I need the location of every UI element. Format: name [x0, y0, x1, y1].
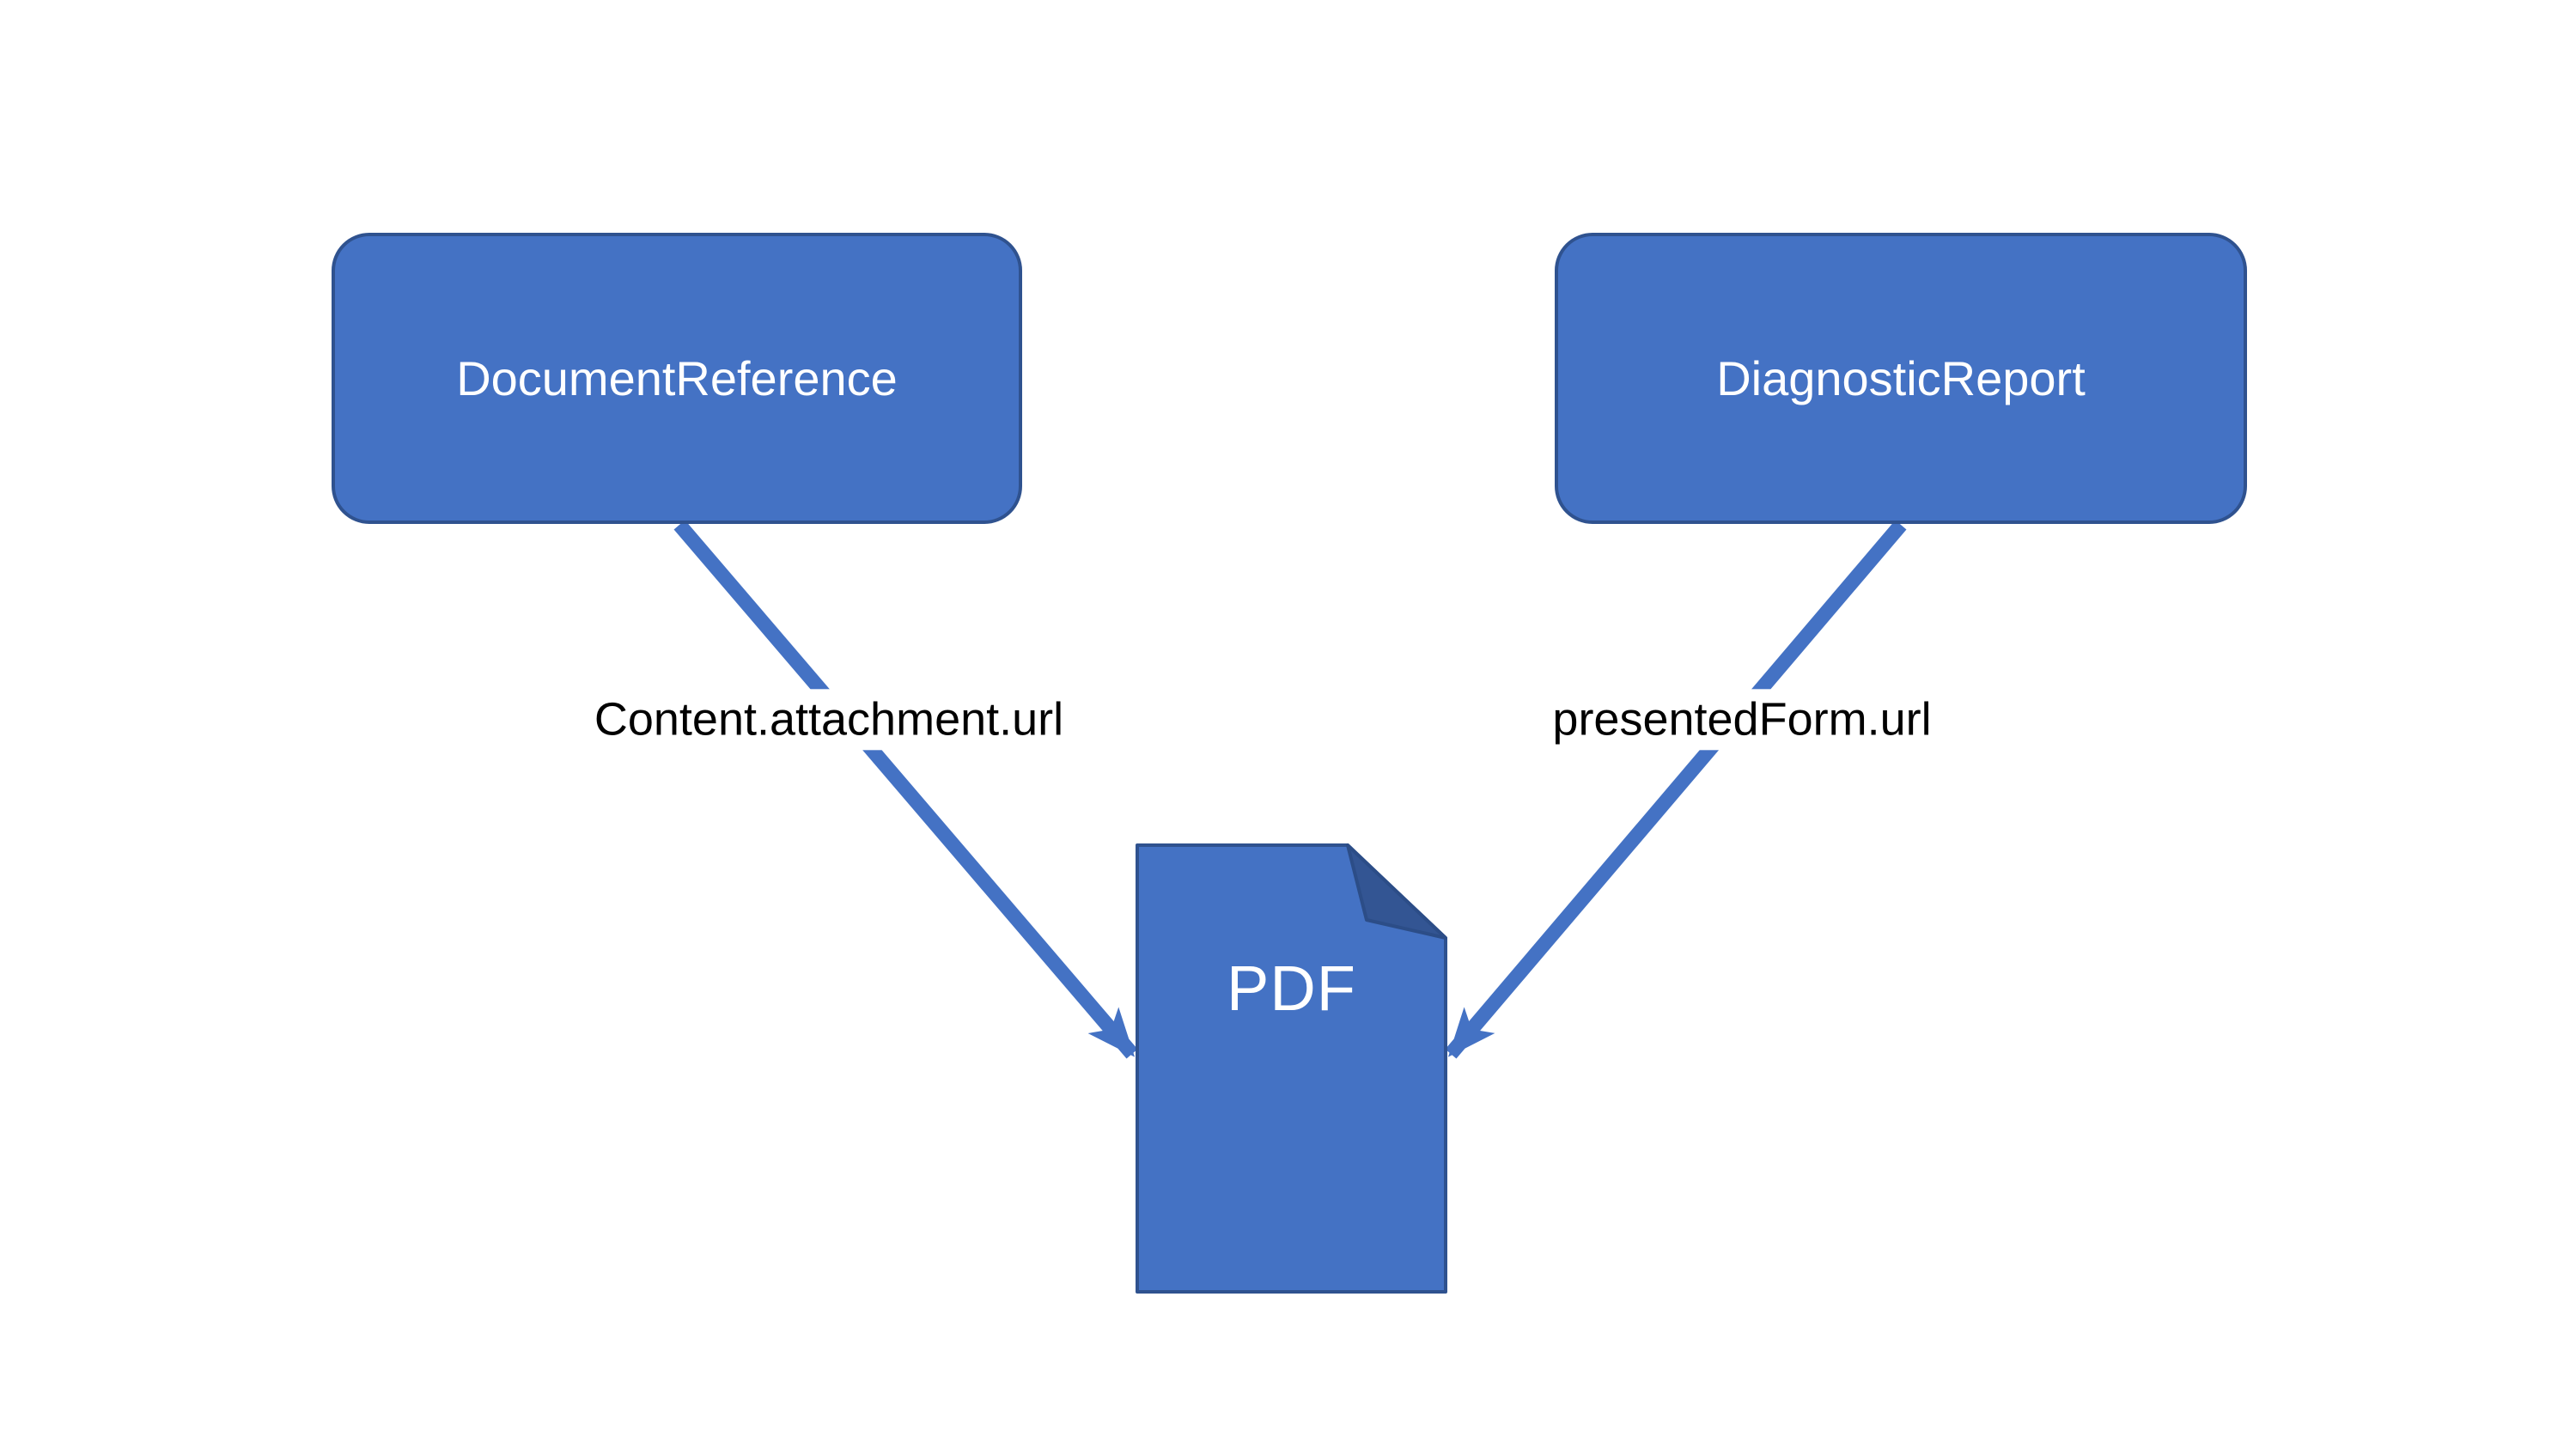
edge-label-content-attachment-url: Content.attachment.url: [582, 689, 1076, 751]
node-documentreference: DocumentReference: [332, 233, 1022, 524]
node-diagnosticreport: DiagnosticReport: [1555, 233, 2247, 524]
node-diagnosticreport-label: DiagnosticReport: [1716, 351, 2086, 405]
arrow-documentreference-to-pdf: [673, 520, 1138, 1059]
node-documentreference-label: DocumentReference: [456, 351, 898, 405]
edge-label-presentedform-url: presentedForm.url: [1540, 689, 1944, 751]
arrow-diagnosticreport-to-pdf: [1445, 520, 1907, 1059]
pdf-document-shape: [1136, 843, 1447, 1294]
pdf-shape-label: PDF: [1227, 953, 1356, 1024]
pdf-folded-corner: [1346, 843, 1447, 940]
